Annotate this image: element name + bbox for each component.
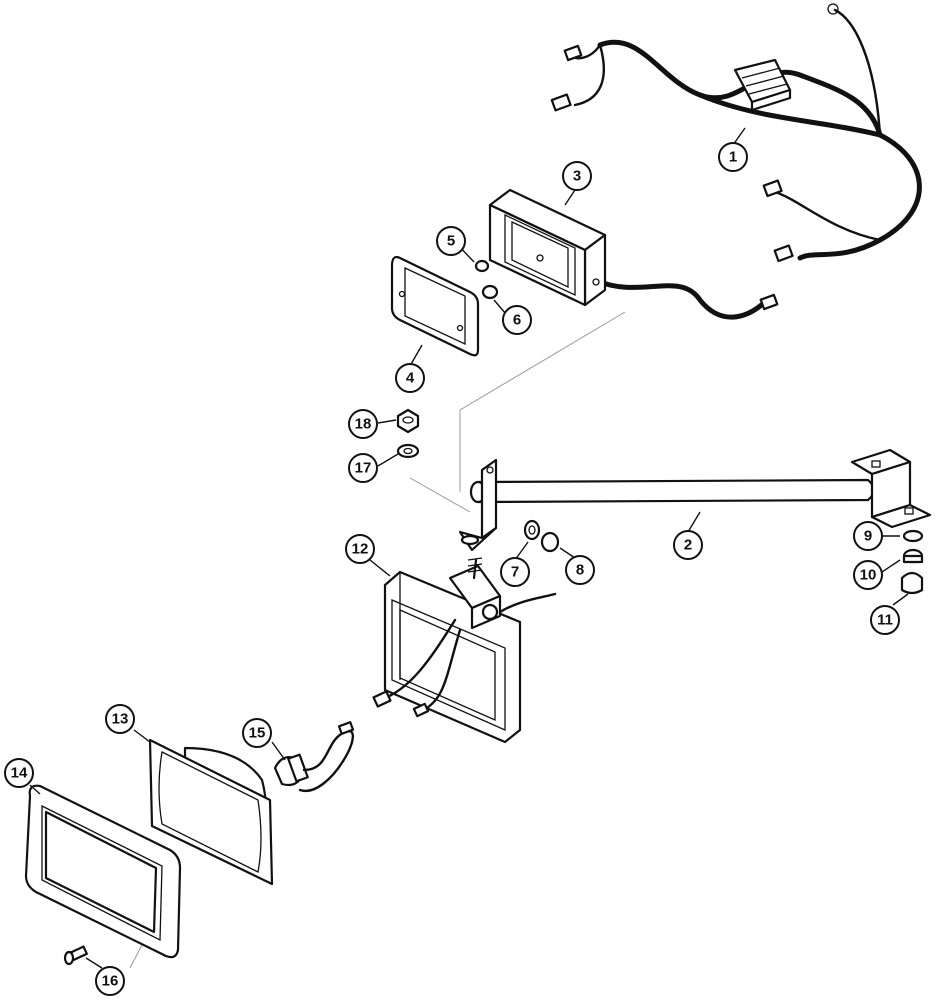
callout-7-label: 7 (511, 564, 519, 581)
washer-17 (396, 443, 420, 459)
callout-4: 4 (395, 363, 425, 393)
washer-7 (523, 519, 541, 541)
harness-connector-a (563, 44, 583, 62)
callout-16: 16 (95, 966, 125, 996)
callout-11-label: 11 (877, 612, 893, 629)
harness-connector-c (762, 179, 783, 198)
harness-connector-10pin (733, 58, 792, 112)
callout-1-label: 1 (729, 149, 737, 166)
callout-18: 18 (348, 409, 378, 439)
wiring-harness (550, 3, 922, 320)
callout-7: 7 (500, 557, 530, 587)
callout-6: 6 (502, 305, 532, 335)
mounting-bracket-bar (458, 448, 932, 552)
callout-9-label: 9 (864, 528, 872, 545)
callout-3: 3 (562, 161, 592, 191)
callout-16-label: 16 (102, 973, 119, 990)
callout-11: 11 (870, 605, 900, 635)
lens-screw-6 (481, 284, 499, 300)
cap-nut-11 (900, 571, 924, 595)
callout-13: 13 (105, 704, 135, 734)
nut-10 (902, 548, 924, 564)
callout-15-label: 15 (249, 725, 266, 742)
callout-14-label: 14 (11, 765, 28, 782)
callout-5-label: 5 (447, 233, 455, 250)
bulb (273, 721, 355, 793)
callout-10-label: 10 (860, 567, 877, 584)
bezel-screw-16 (63, 945, 88, 966)
lamp-wire-connector (759, 293, 779, 311)
callout-2-label: 2 (684, 537, 692, 554)
callout-8-label: 8 (576, 562, 584, 579)
callout-3-label: 3 (573, 168, 581, 185)
callout-17: 17 (348, 453, 378, 483)
callout-10: 10 (853, 560, 883, 590)
callout-13-label: 13 (112, 711, 129, 728)
callout-4-label: 4 (406, 370, 415, 387)
harness-connector-d (773, 244, 794, 263)
rear-lamp-housing (488, 188, 607, 307)
callout-9: 9 (853, 521, 883, 551)
nut-8 (540, 531, 560, 553)
callout-8: 8 (565, 555, 595, 585)
callout-17-label: 17 (355, 460, 372, 477)
sealed-beam-reflector (148, 738, 274, 886)
callout-5: 5 (436, 226, 466, 256)
callout-1: 1 (718, 142, 748, 172)
lens-screw-5 (474, 259, 490, 273)
nut-18 (396, 408, 420, 434)
callout-6-label: 6 (513, 312, 521, 329)
leader-lines (29, 127, 909, 969)
callout-18-label: 18 (355, 416, 372, 433)
lamp-bezel (24, 784, 182, 959)
lamp-lens (390, 255, 480, 357)
callout-12: 12 (345, 534, 375, 564)
callout-2: 2 (673, 530, 703, 560)
callout-14: 14 (4, 758, 34, 788)
harness-connector-b (550, 93, 572, 112)
washer-9 (902, 529, 924, 543)
callout-15: 15 (242, 718, 272, 748)
callout-12-label: 12 (352, 541, 369, 558)
work-lamp-body (372, 557, 557, 744)
